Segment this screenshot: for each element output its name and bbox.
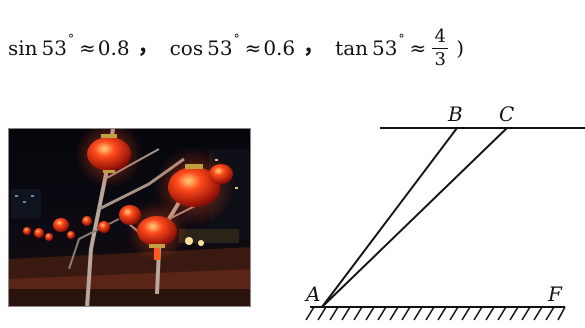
- tan-angle: 53: [372, 36, 398, 60]
- separator-comma-2: ，: [303, 34, 326, 59]
- ground-hatching: [305, 306, 566, 321]
- lantern-photo: [8, 128, 251, 307]
- fraction-bar: [432, 47, 449, 49]
- sin-angle: 53: [41, 36, 67, 60]
- segment-ac: [321, 127, 508, 308]
- sin-term: sin 53 ° ≈ 0.8: [8, 32, 130, 60]
- cos-degree-symbol: °: [233, 32, 240, 46]
- sin-approx-symbol: ≈: [79, 36, 96, 60]
- closing-parenthesis: ): [456, 36, 465, 60]
- sin-value: 0.8: [97, 36, 130, 60]
- tan-degree-symbol: °: [398, 32, 405, 46]
- tan-denominator: 3: [434, 48, 446, 70]
- tan-function: tan: [335, 36, 368, 60]
- label-f: F: [547, 282, 563, 306]
- sin-degree-symbol: °: [68, 32, 74, 46]
- tan-approx-symbol: ≈: [409, 36, 427, 60]
- segment-ab: [321, 127, 458, 308]
- label-b: B: [447, 102, 463, 126]
- tan-term: tan 53 ° ≈ 4 3: [335, 25, 452, 70]
- cos-angle: 53: [207, 36, 233, 60]
- label-c: C: [499, 102, 514, 126]
- tan-fraction: 4 3: [432, 25, 449, 70]
- label-a: A: [304, 282, 320, 306]
- geometry-diagram: B C A F: [290, 95, 585, 324]
- cos-value: 0.6: [263, 36, 296, 60]
- cos-function: cos: [169, 36, 204, 60]
- cos-approx-symbol: ≈: [244, 36, 262, 60]
- sin-function: sin: [8, 36, 38, 60]
- separator-comma-1: ，: [137, 34, 160, 59]
- tan-numerator: 4: [434, 25, 446, 47]
- cos-term: cos 53 ° ≈ 0.6: [169, 32, 296, 60]
- trig-values-line: sin 53 ° ≈ 0.8 ， cos 53 ° ≈ 0.6 ， tan 53…: [8, 22, 464, 74]
